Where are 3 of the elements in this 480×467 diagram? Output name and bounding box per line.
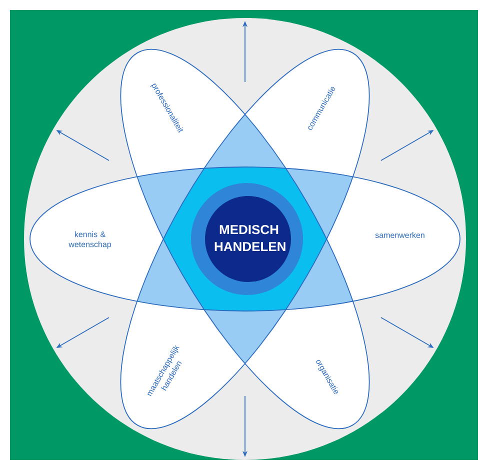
petal-label: samenwerken (375, 232, 424, 238)
center-label: MEDISCH HANDELEN (214, 224, 286, 252)
petal-label: kennis & wetenschap (68, 231, 111, 249)
